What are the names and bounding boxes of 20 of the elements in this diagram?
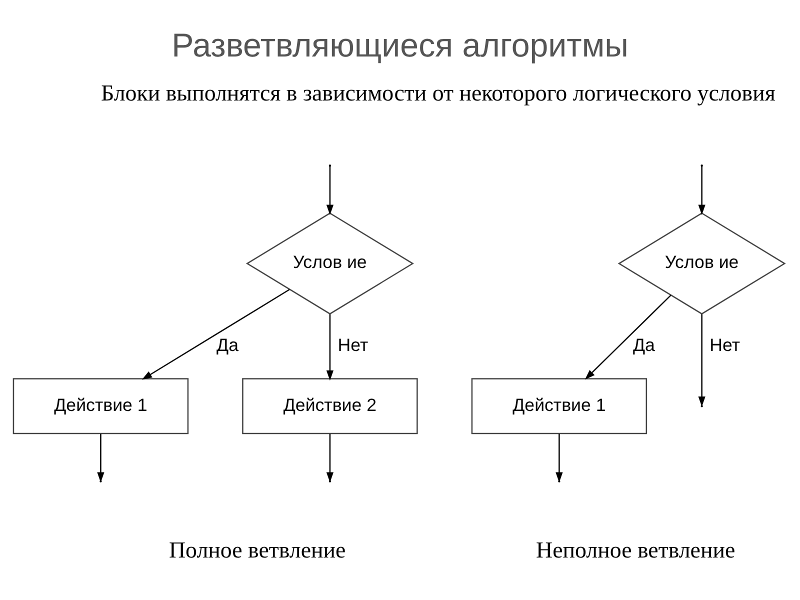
edge-label: Нет	[338, 335, 368, 356]
label: Блоки выполнятся в зависимости от некоторого логического условия	[101, 80, 776, 106]
node-diamond: Услов ие	[246, 212, 414, 315]
label: Неполное ветвление	[536, 538, 736, 563]
node-box: Действие 2	[242, 378, 418, 434]
edge-label: Да	[216, 335, 238, 356]
node-diamond: Услов ие	[618, 212, 786, 315]
node-box: Действие 1	[471, 378, 648, 434]
arrow	[698, 166, 706, 215]
diagram-title: Разветвляющиеся алгоритмы	[172, 28, 628, 65]
edge-label: Да	[632, 335, 655, 356]
arrow	[326, 314, 334, 381]
arrow	[142, 288, 290, 380]
arrow	[584, 294, 672, 380]
node-box: Действие 1	[12, 378, 189, 434]
label: Полное ветвление	[169, 538, 346, 563]
arrow	[326, 166, 334, 215]
arrow	[326, 434, 334, 483]
edge-label: Нет	[710, 335, 740, 356]
arrow	[698, 314, 706, 407]
